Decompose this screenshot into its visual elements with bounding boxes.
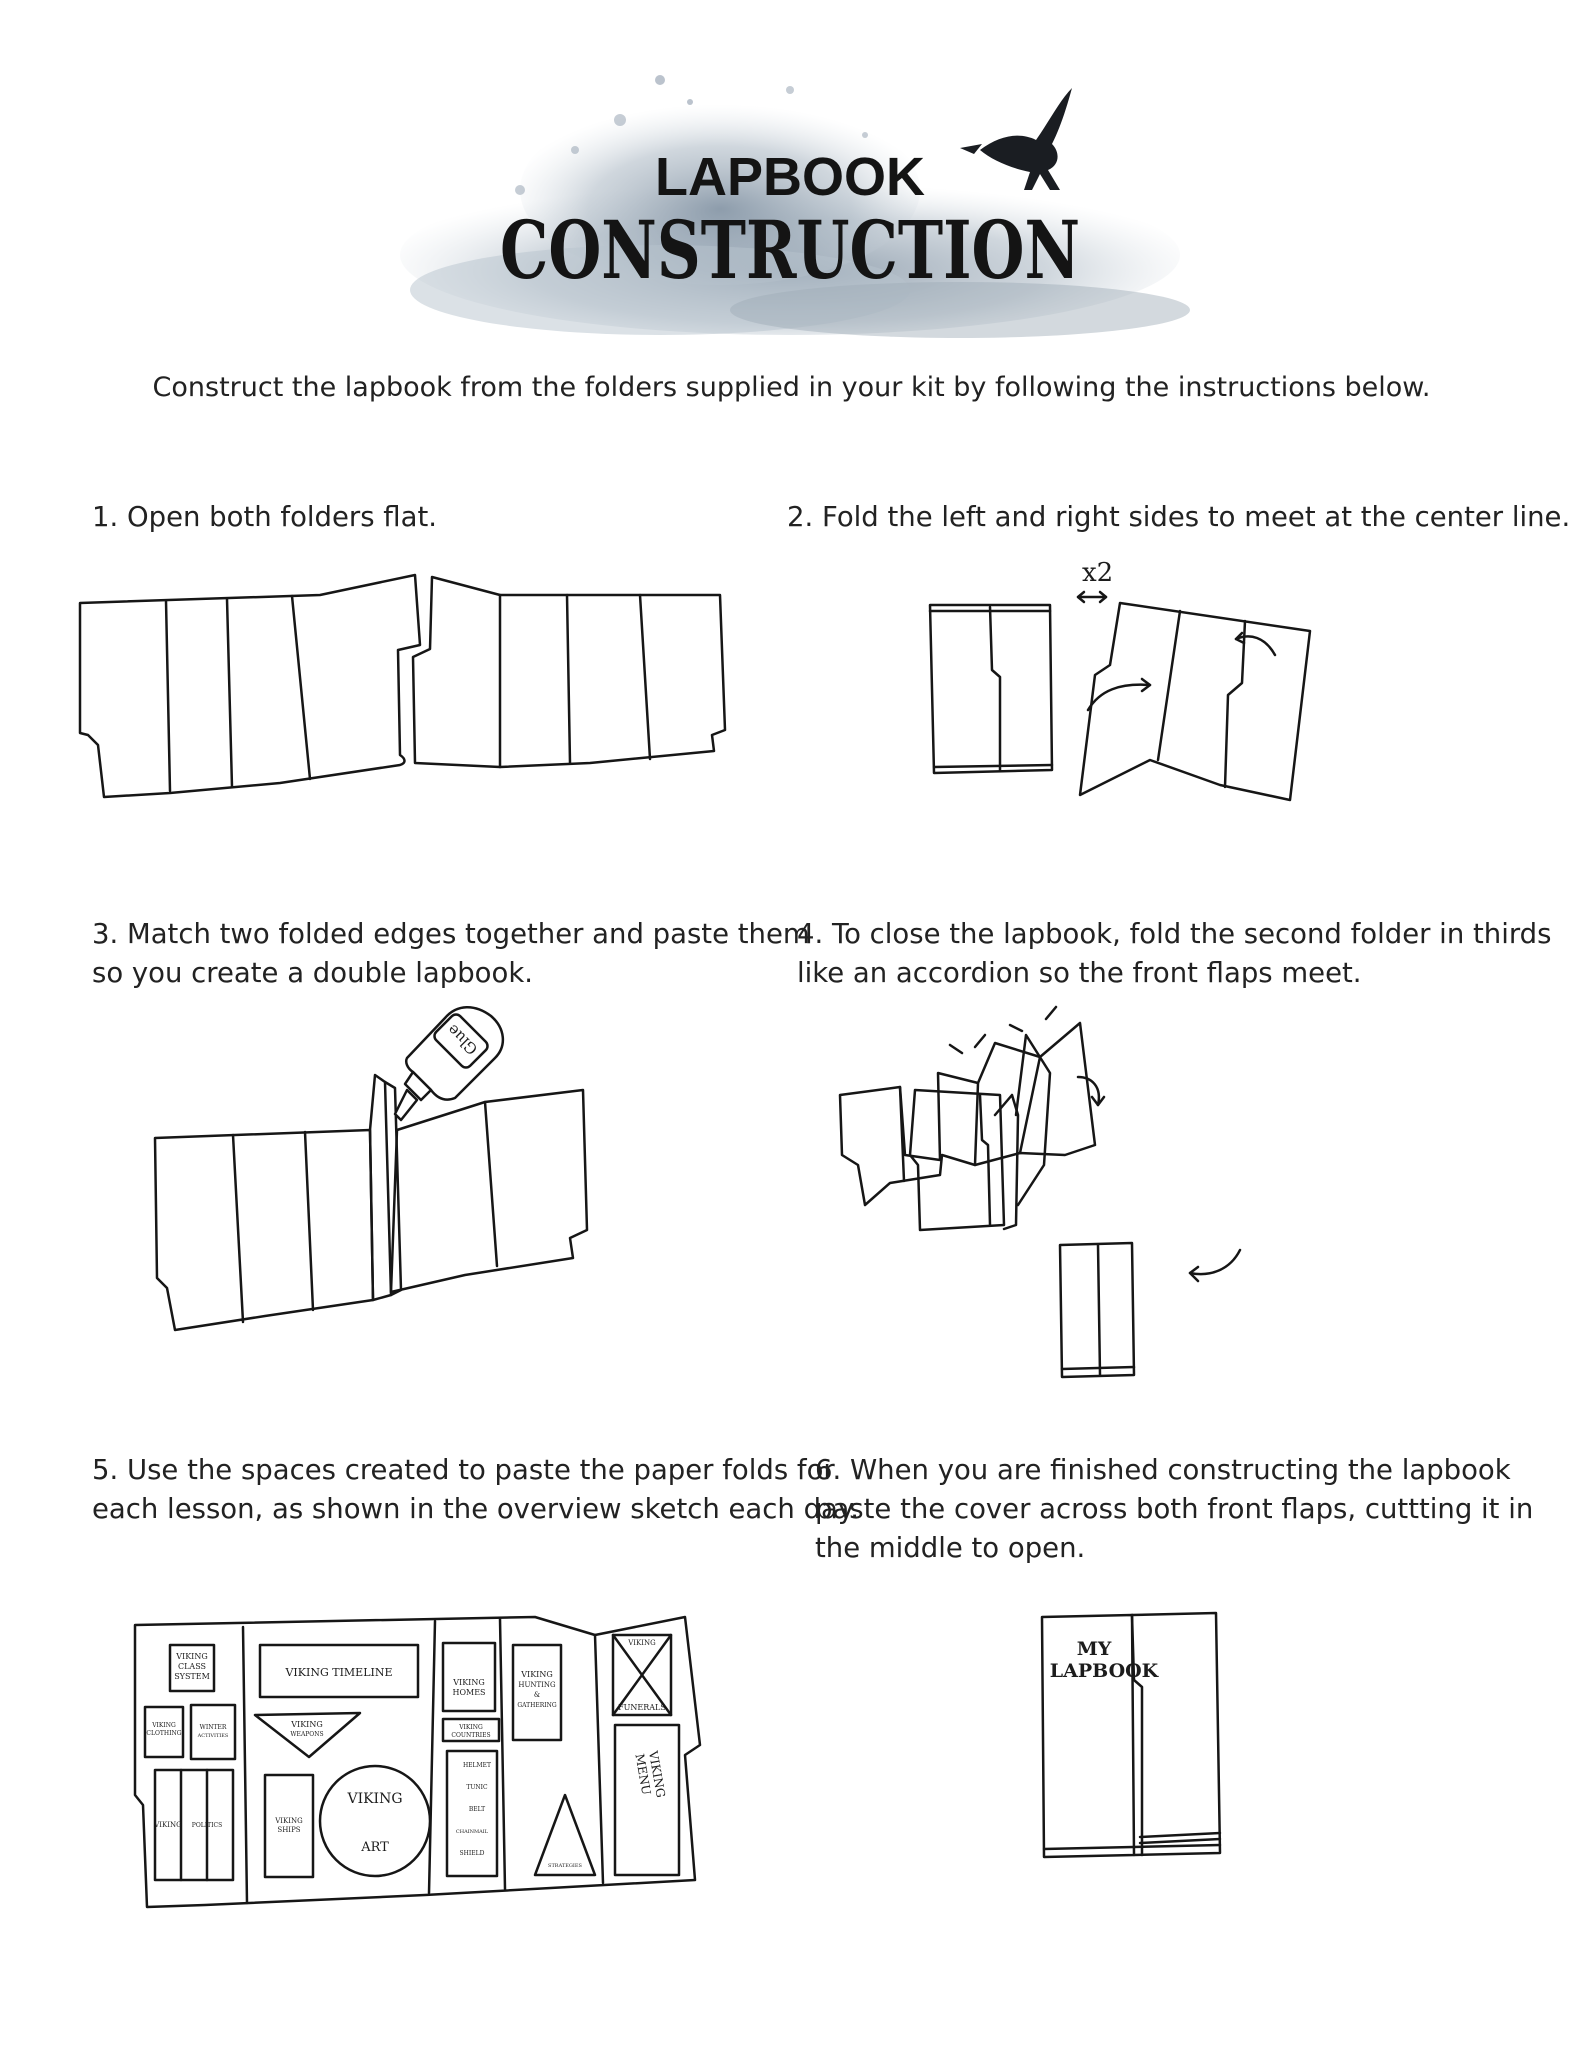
overview-winter: WINTER ACTIVITIES — [189, 1703, 237, 1761]
center-folded-spine — [368, 1073, 403, 1302]
watercolor-splash — [400, 75, 1190, 338]
step-line: 3. Match two folded edges together and p… — [92, 918, 810, 950]
overview-clothing: VIKING CLOTHING — [143, 1705, 185, 1759]
overview-funerals: VIKING FUNERALS — [611, 1633, 673, 1717]
step-line: 5. Use the spaces created to paste the p… — [92, 1454, 835, 1486]
overview-ships: VIKING SHIPS — [263, 1773, 315, 1879]
overview-politics: VIKING POLITICS — [153, 1768, 235, 1882]
overview-label: COUNTRIES — [451, 1732, 490, 1739]
overview-menu: VIKING MENU — [613, 1723, 681, 1877]
cover-title-line1: MY — [1077, 1638, 1112, 1660]
step-line: each lesson, as shown in the overview sk… — [92, 1493, 859, 1525]
glue-bottle-icon: Glue — [393, 1006, 504, 1122]
folder-right — [411, 575, 727, 769]
overview-label: VIKING — [175, 1652, 207, 1661]
overview-label: VIKING — [153, 1821, 182, 1829]
overview-label: VIKING — [346, 1791, 402, 1807]
overview-label: HELMET — [463, 1762, 491, 1769]
title-construction: CONSTRUCTION — [500, 203, 1080, 297]
overview-label: CHAINMAIL — [456, 1829, 489, 1835]
half-folded-lapbook — [908, 1033, 1052, 1232]
step-3-text: 3. Match two folded edges together and p… — [92, 915, 810, 993]
curved-arrow-icon — [1086, 631, 1277, 712]
cover-title-line2: LAPBOOK — [1050, 1660, 1160, 1682]
overview-label: STRATEGIES — [548, 1863, 582, 1869]
overview-label: CLASS — [178, 1662, 206, 1671]
overview-label: TUNIC — [466, 1784, 488, 1791]
overview-label: SYSTEM — [174, 1672, 210, 1681]
overview-label: CLOTHING — [146, 1730, 181, 1737]
overview-label: WINTER — [200, 1724, 227, 1731]
glue-lapbook-illustration: Glue — [153, 1006, 589, 1332]
overview-label: VIKING — [627, 1639, 656, 1647]
step-line: the middle to open. — [815, 1532, 1086, 1564]
title-banner: LAPBOOK CONSTRUCTION — [400, 75, 1190, 338]
step-line: 1. Open both folders flat. — [92, 501, 437, 533]
title-lapbook: LAPBOOK — [655, 147, 925, 207]
overview-label: WEAPONS — [290, 1731, 323, 1738]
overview-label: FUNERALS — [618, 1703, 666, 1712]
open-folders-illustration — [78, 573, 727, 799]
step-5-text: 5. Use the spaces created to paste the p… — [92, 1451, 859, 1529]
overview-class-system: VIKING CLASS SYSTEM — [168, 1643, 216, 1693]
overview-hunting: VIKING HUNTING & GATHERING — [511, 1643, 563, 1742]
overview-sketch-illustration: VIKING CLASS SYSTEM VIKING CLOTHING WINT… — [133, 1615, 702, 1909]
overview-timeline: VIKING TIMELINE — [258, 1643, 420, 1699]
step-2-text: 2. Fold the left and right sides to meet… — [787, 498, 1570, 537]
accordion-close-illustration — [838, 1005, 1242, 1379]
step-1-text: 1. Open both folders flat. — [92, 498, 437, 537]
closed-lapbook — [1058, 1241, 1136, 1379]
cover-book — [1040, 1611, 1222, 1859]
overview-label: VIKING — [274, 1817, 303, 1825]
step-line: so you create a double lapbook. — [92, 957, 533, 989]
step-line: 2. Fold the left and right sides to meet… — [787, 501, 1571, 533]
step-6-text: 6. When you are finished constructing th… — [815, 1451, 1533, 1568]
step-line: 4. To close the lapbook, fold the second… — [797, 918, 1552, 950]
overview-label: & — [534, 1691, 540, 1699]
step-line: paste the cover across both front flaps,… — [815, 1493, 1534, 1525]
overview-strategies: STRATEGIES — [533, 1793, 597, 1877]
overview-label: BELT — [469, 1806, 485, 1813]
fold-sides-illustration: x2 — [928, 558, 1312, 802]
overview-label: POLITICS — [192, 1822, 222, 1829]
left-lapbook-half — [153, 1128, 375, 1332]
overview-label: ART — [360, 1840, 389, 1855]
finished-cover-illustration: MY LAPBOOK — [1040, 1611, 1222, 1859]
accordion-folder — [838, 1021, 1097, 1207]
overview-label: VIKING — [458, 1724, 483, 1731]
overview-label: HOMES — [452, 1688, 485, 1697]
overview-art: VIKING ART — [318, 1764, 432, 1878]
overview-label: HUNTING — [518, 1681, 556, 1689]
overview-label: VIKING — [151, 1722, 176, 1729]
double-arrow-icon — [1076, 590, 1108, 604]
overview-label: SHIELD — [460, 1850, 485, 1857]
overview-armor-stack: HELMET TUNIC BELT CHAINMAIL SHIELD — [445, 1749, 499, 1878]
overview-label: ACTIVITIES — [197, 1733, 229, 1739]
step-line: like an accordion so the front flaps mee… — [797, 957, 1362, 989]
right-lapbook-half — [389, 1088, 589, 1294]
overview-label: SHIPS — [277, 1826, 300, 1834]
folding-folder — [1078, 601, 1312, 802]
overview-label: VIKING — [290, 1720, 322, 1729]
folded-folder — [928, 603, 1054, 775]
turn-arrow-icon — [1188, 1248, 1242, 1283]
step-line: 6. When you are finished constructing th… — [815, 1454, 1511, 1486]
overview-label: VIKING — [520, 1670, 552, 1679]
small-arrows-icon — [948, 1005, 1058, 1055]
overview-weapons: VIKING WEAPONS — [253, 1711, 362, 1759]
turn-arrow-icon — [1076, 1075, 1106, 1107]
step-4-text: 4. To close the lapbook, fold the second… — [797, 915, 1551, 993]
overview-countries: VIKING COUNTRIES — [441, 1717, 501, 1743]
overview-label: VIKING TIMELINE — [284, 1666, 392, 1679]
folder-left — [78, 573, 422, 799]
lapbook-outline — [133, 1615, 702, 1909]
fold-count-label: x2 — [1082, 558, 1113, 588]
overview-label: VIKING — [452, 1678, 484, 1687]
intro-text: Construct the lapbook from the folders s… — [152, 372, 1431, 403]
overview-label: GATHERING — [517, 1702, 557, 1709]
raven-icon — [960, 88, 1072, 190]
overview-homes: VIKING HOMES — [441, 1641, 497, 1713]
